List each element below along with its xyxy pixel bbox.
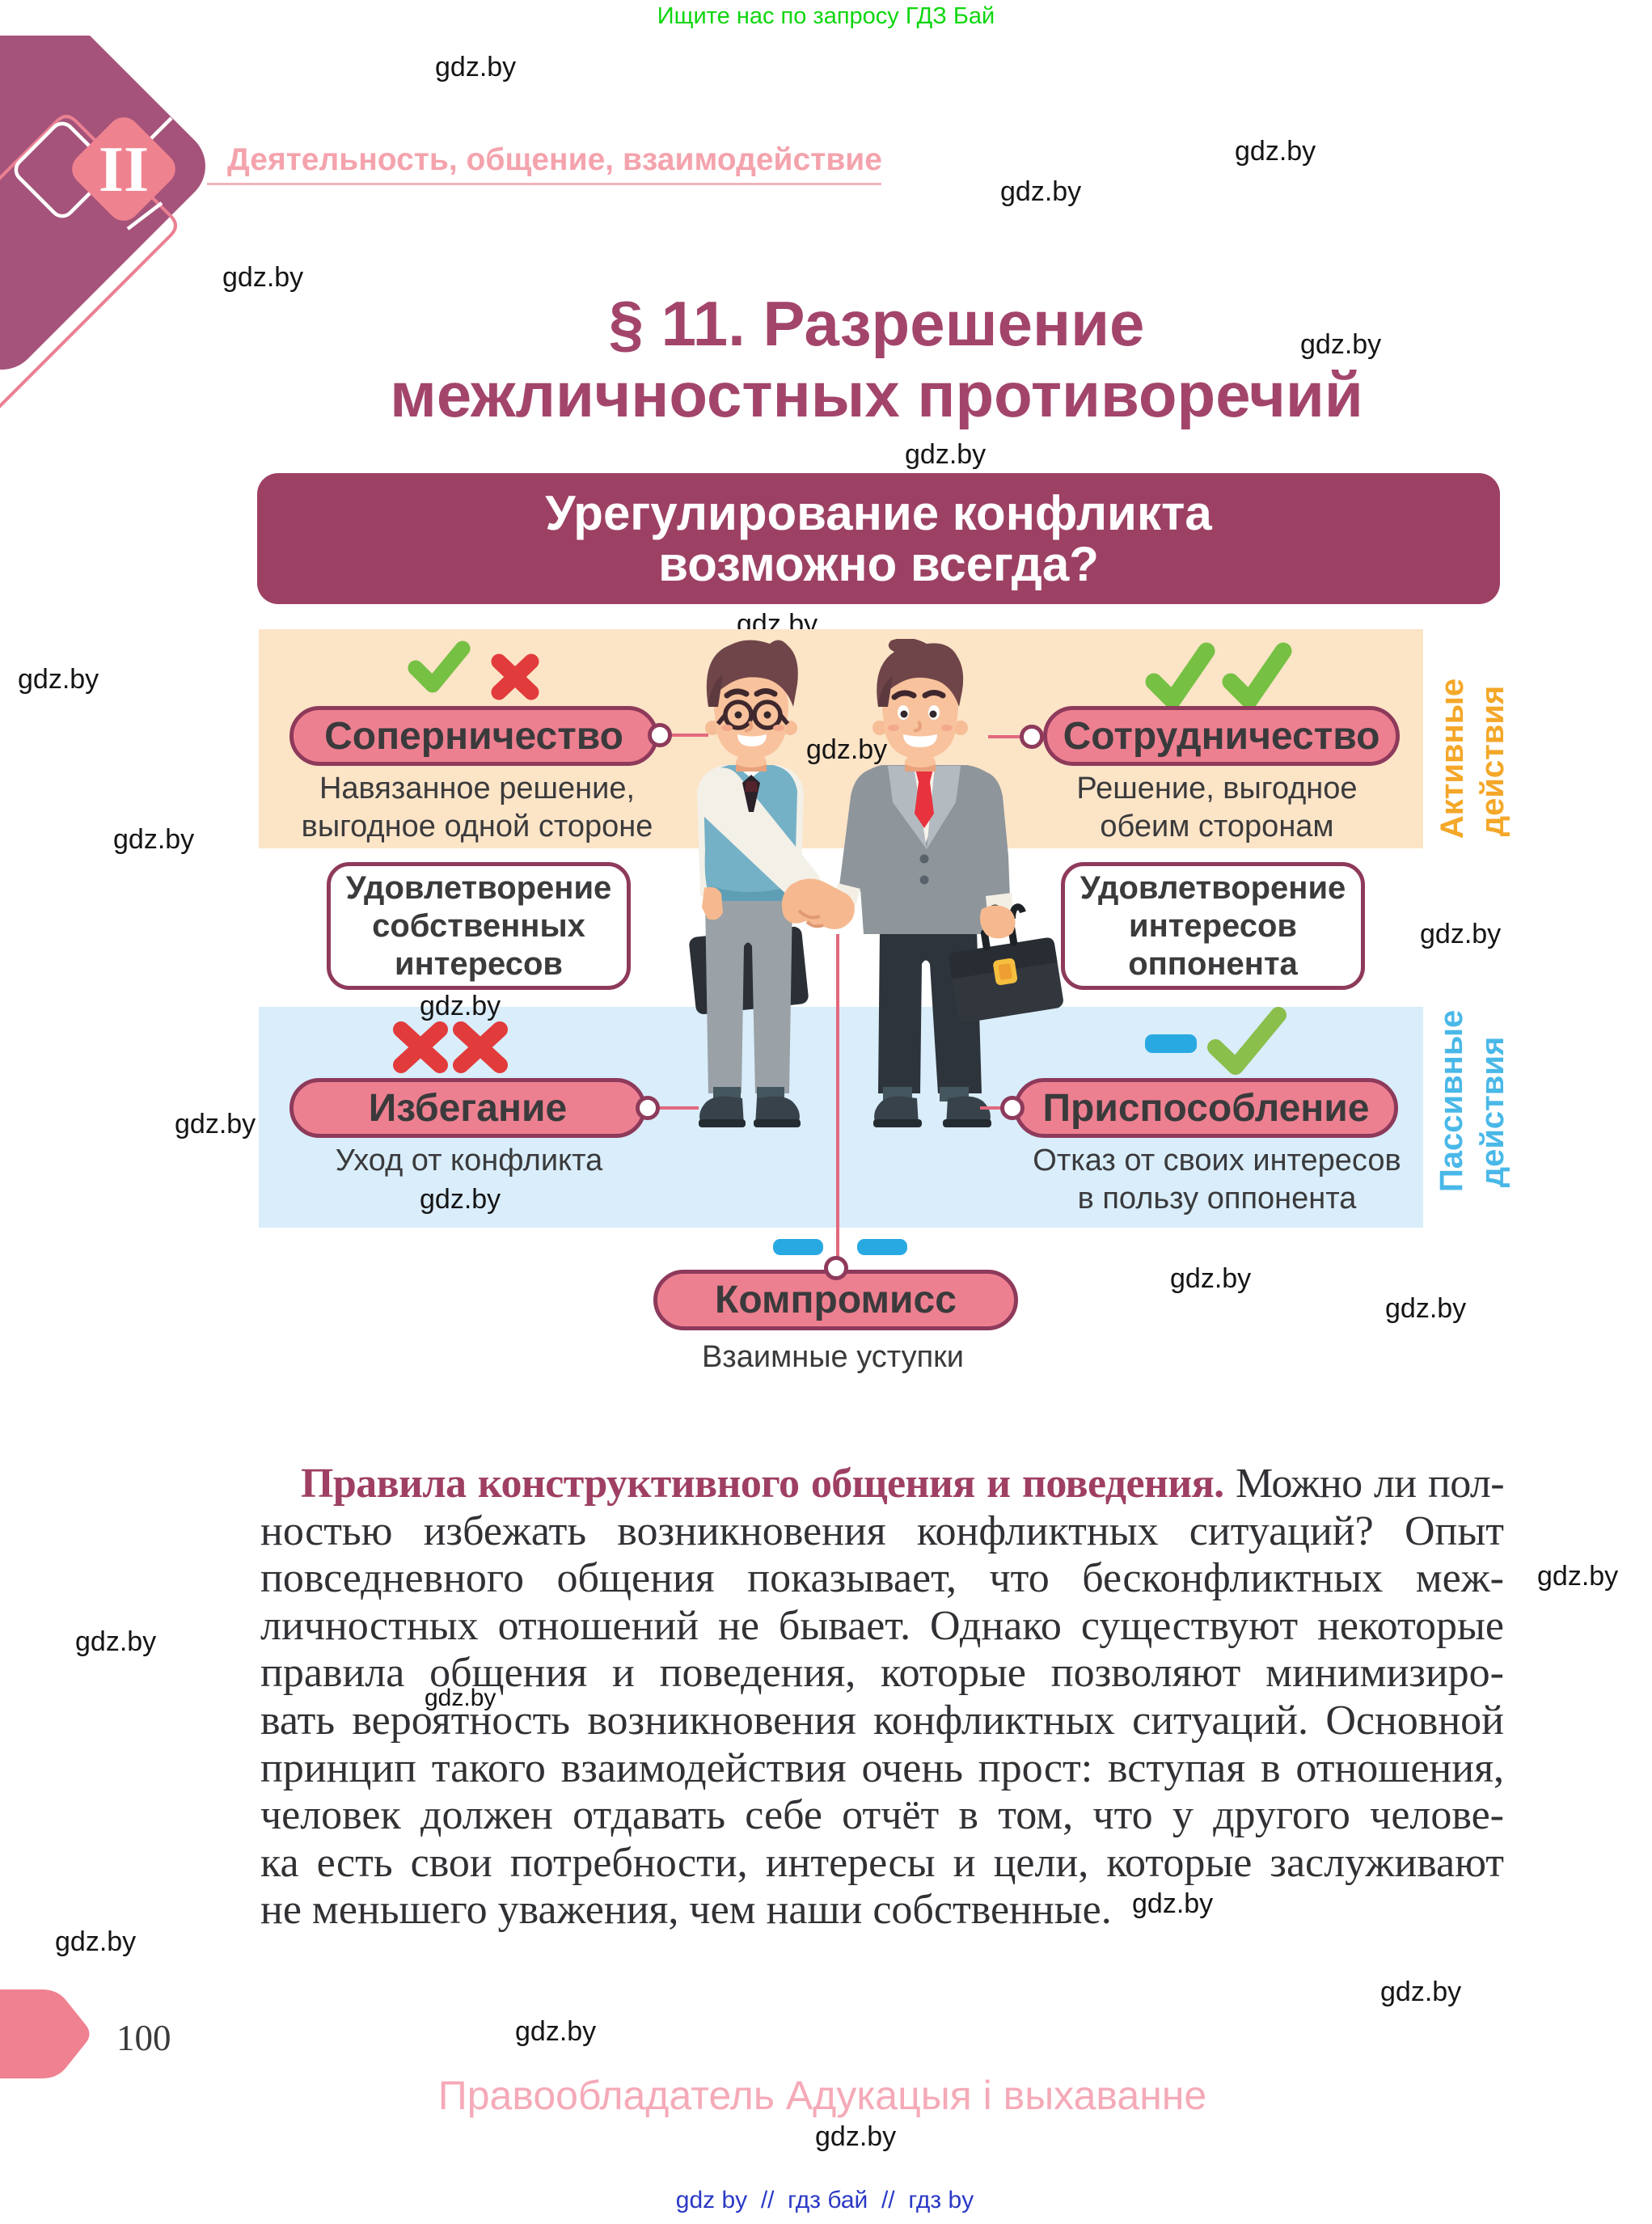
svg-text:II: II	[99, 134, 149, 205]
